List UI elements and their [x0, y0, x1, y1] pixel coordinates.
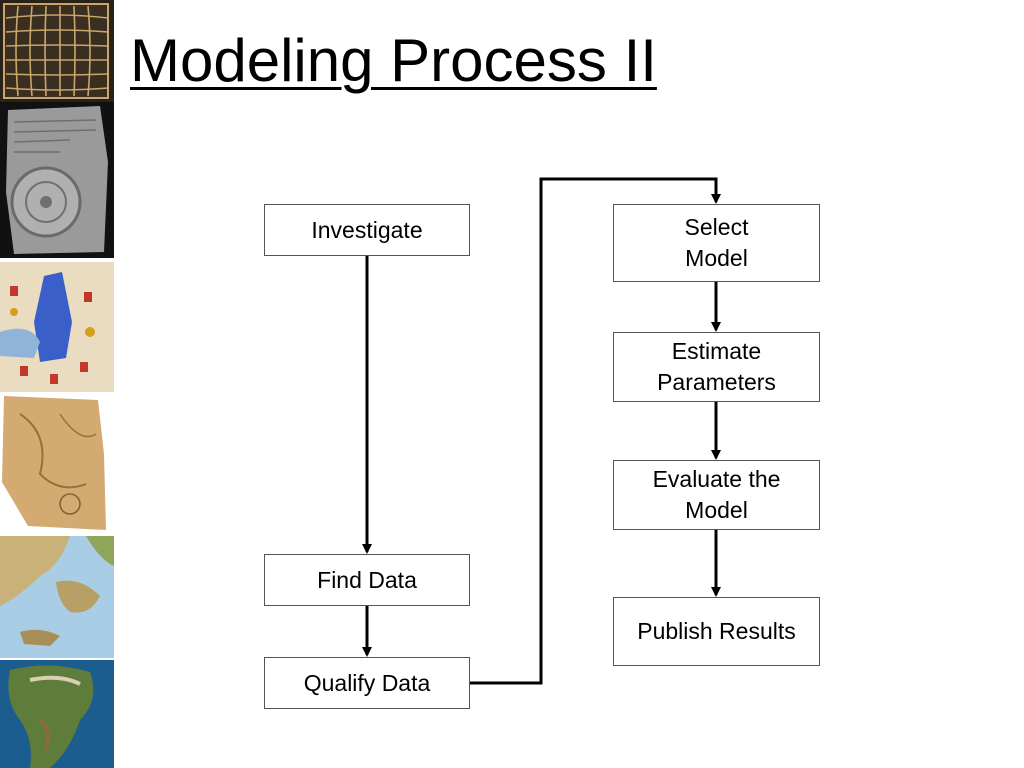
step-qualify-data: Qualify Data [264, 657, 470, 709]
map-thumbnail-strip [0, 0, 114, 768]
step-find-data: Find Data [264, 554, 470, 606]
step-estimate-parameters: Estimate Parameters [613, 332, 820, 402]
step-publish-results: Publish Results [613, 597, 820, 666]
satellite-map-thumbnail [0, 660, 114, 768]
parchment-map-thumbnail [0, 394, 114, 534]
relief-map-thumbnail [0, 536, 114, 658]
clay-tablet-map-thumbnail [0, 102, 114, 258]
grid-map-thumbnail [0, 0, 114, 102]
step-evaluate-model: Evaluate the Model [613, 460, 820, 530]
illustrated-map-thumbnail [0, 262, 114, 392]
slide-title: Modeling Process II [130, 27, 657, 94]
step-select-model: Select Model [613, 204, 820, 282]
step-investigate: Investigate [264, 204, 470, 256]
